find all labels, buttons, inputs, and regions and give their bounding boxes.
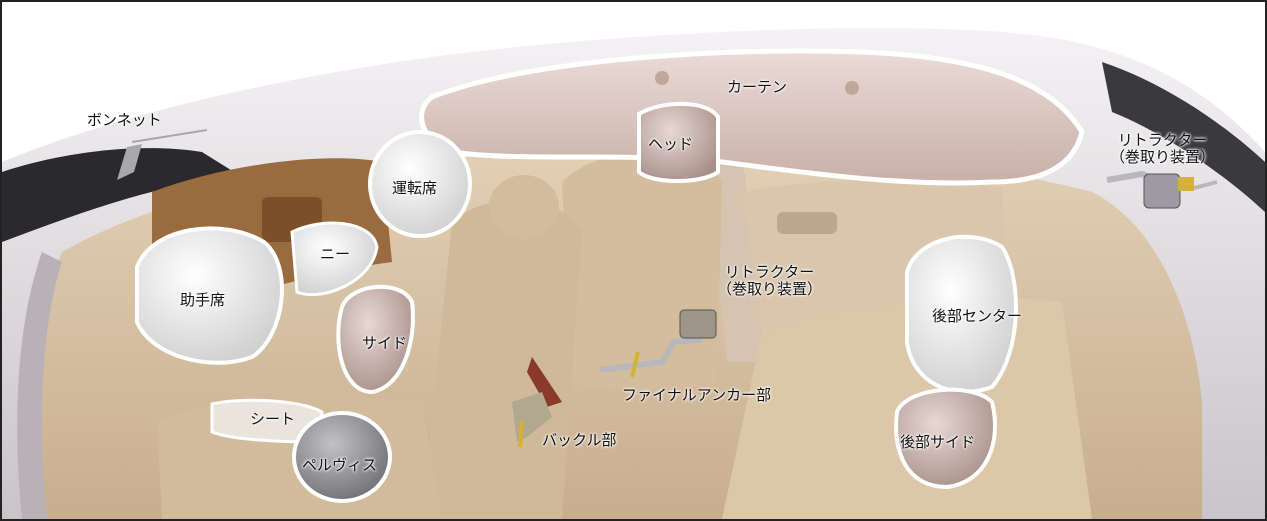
- final-anchor-rail: [599, 337, 703, 373]
- label-passenger: 助手席: [180, 291, 226, 309]
- label-retractor-mid-line2: （巻取り装置）: [717, 279, 823, 298]
- curtain-airbag: [419, 48, 1085, 186]
- label-curtain: カーテン: [727, 78, 788, 96]
- passenger-airbag: [135, 226, 284, 365]
- label-final-anchor: ファイナルアンカー部: [622, 386, 772, 404]
- front-side-airbag: [336, 284, 415, 395]
- head-airbag: [637, 101, 720, 183]
- anchor-webbing: [630, 351, 640, 378]
- label-side: サイド: [362, 334, 408, 352]
- bonnet-edge: [131, 129, 208, 143]
- rear-side-airbag: [894, 387, 997, 490]
- pelvis-airbag: [292, 411, 392, 503]
- curtain-tether: [845, 81, 859, 95]
- label-retractor-mid: リトラクター （巻取り装置）: [717, 264, 822, 297]
- retractor-right-webbing: [1178, 177, 1194, 191]
- label-head: ヘッド: [648, 135, 694, 153]
- label-rear-center: 後部センター: [932, 307, 1023, 325]
- rear-window: [1102, 62, 1265, 212]
- door-frame: [17, 252, 62, 519]
- label-retractor-right-line1: リトラクター: [1117, 131, 1208, 149]
- curtain-tether: [655, 71, 669, 85]
- bonnet-hinge: [117, 144, 142, 180]
- passenger-seat-back: [422, 200, 582, 519]
- label-retractor-right-line2: （巻取り装置）: [1110, 147, 1216, 166]
- driver-seat-back: [562, 152, 722, 390]
- buckle-strap: [527, 357, 562, 407]
- door-handle: [777, 212, 837, 234]
- knee-airbag: [290, 221, 379, 297]
- label-pelvis: ペルヴィス: [302, 456, 378, 474]
- label-driver: 運転席: [392, 179, 438, 197]
- label-rear-side: 後部サイド: [900, 433, 976, 451]
- windshield: [2, 148, 242, 242]
- retractor-mid: [679, 309, 717, 339]
- label-retractor-right: リトラクター （巻取り装置）: [1110, 132, 1215, 165]
- buckle-latch: [518, 421, 524, 448]
- label-buckle: バックル部: [542, 431, 617, 449]
- driver-airbag: [368, 130, 472, 238]
- label-retractor-mid-line1: リトラクター: [724, 263, 815, 281]
- rear-center-airbag: [905, 234, 1018, 394]
- label-seat: シート: [250, 410, 296, 428]
- label-knee: ニー: [320, 245, 351, 263]
- passenger-headrest: [489, 175, 559, 239]
- retractor-right-arm: [1193, 180, 1218, 190]
- label-bonnet: ボンネット: [87, 111, 162, 129]
- retractor-right: [1143, 173, 1181, 209]
- b-pillar: [707, 152, 767, 362]
